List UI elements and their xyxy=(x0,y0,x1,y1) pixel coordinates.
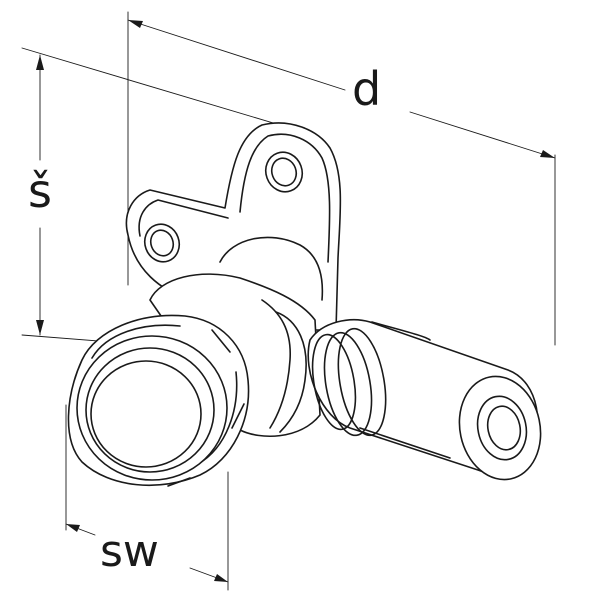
dimension-sw xyxy=(65,404,229,591)
dimension-label-d: d xyxy=(352,62,382,116)
hex-nut xyxy=(67,314,250,487)
press-sleeve xyxy=(307,318,542,481)
dimension-d xyxy=(127,11,556,346)
dimension-label-s: š xyxy=(28,164,52,218)
dimension-label-sw: sw xyxy=(100,526,159,577)
